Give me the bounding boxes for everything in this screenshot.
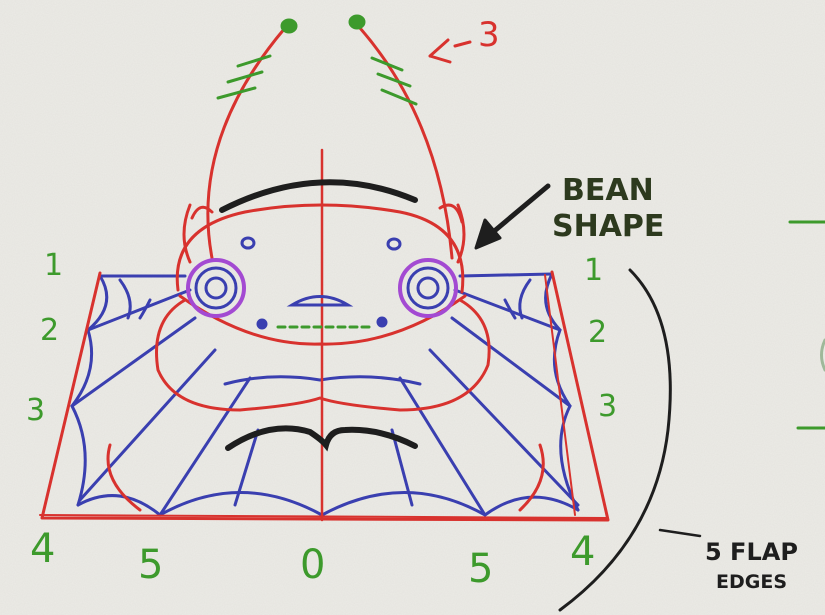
bean-label-line1: BEAN — [562, 173, 654, 208]
left-number: 2 — [40, 313, 59, 348]
bean-label-line2: SHAPE — [552, 209, 664, 244]
right-number: 3 — [598, 389, 617, 424]
antenna-count-label: 3 — [478, 15, 500, 55]
flap-label-line2: EDGES — [716, 571, 787, 593]
bottom-number: 4 — [30, 526, 55, 572]
left-number: 1 — [44, 248, 63, 283]
bottom-number: 5 — [468, 546, 493, 592]
flap-label-line1: 5 FLAP — [705, 538, 798, 566]
right-number: 2 — [588, 315, 607, 350]
bottom-number: 0 — [300, 542, 325, 588]
bottom-number: 4 — [570, 529, 595, 575]
right-number: 1 — [584, 253, 603, 288]
bottom-number: 5 — [138, 542, 163, 588]
left-number: 3 — [26, 393, 45, 428]
